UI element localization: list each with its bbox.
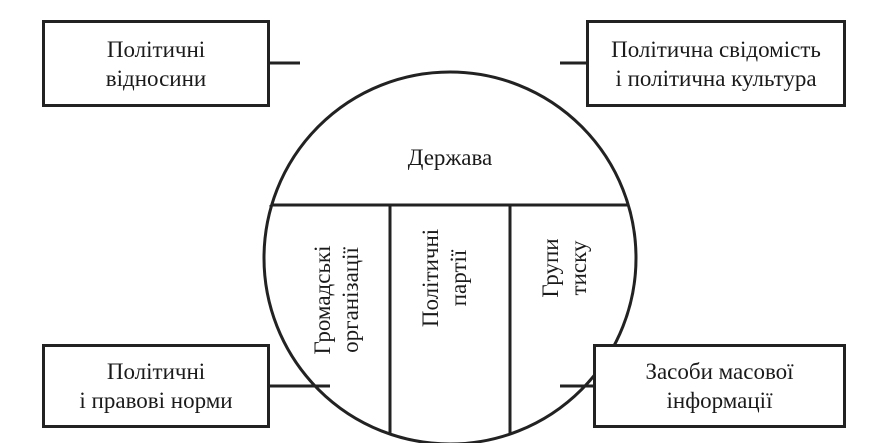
box-mass-media-line1: Засоби масової <box>645 359 794 384</box>
box-political-relations-line2: відносини <box>105 65 207 91</box>
segment-pressure-groups: Групи тиску <box>538 238 591 297</box>
segment-political-parties: Політичні партії <box>418 229 471 327</box>
box-political-consciousness-line1: Політична свідомість <box>611 36 821 62</box>
box-mass-media-line2: інформації <box>666 388 773 413</box>
segment-2-line1: Політичні <box>418 229 443 327</box>
segment-3-line2: тиску <box>566 240 591 295</box>
segment-1-line2: організації <box>338 247 363 353</box>
box-political-legal-norms-line2: і правові норми <box>79 388 233 413</box>
box-political-relations: Політичні відносини <box>42 20 270 107</box>
box-political-legal-norms: Політичні і правові норми <box>42 344 270 428</box>
box-political-consciousness-line2: і політична культура <box>615 65 817 91</box>
segment-3-line1: Групи <box>538 238 563 297</box>
segment-1-line1: Громадські <box>310 246 335 355</box>
system-circle <box>262 70 638 443</box>
box-political-relations-line1: Політичні <box>106 36 206 62</box>
state-label: Держава <box>408 145 493 170</box>
segment-public-organizations: Громадські організації <box>310 246 363 355</box>
box-mass-media: Засоби масової інформації <box>593 344 846 428</box>
box-political-consciousness: Політична свідомість і політична культур… <box>586 20 846 107</box>
segment-2-line2: партії <box>446 249 471 306</box>
box-political-legal-norms-line1: Політичні <box>106 359 206 384</box>
